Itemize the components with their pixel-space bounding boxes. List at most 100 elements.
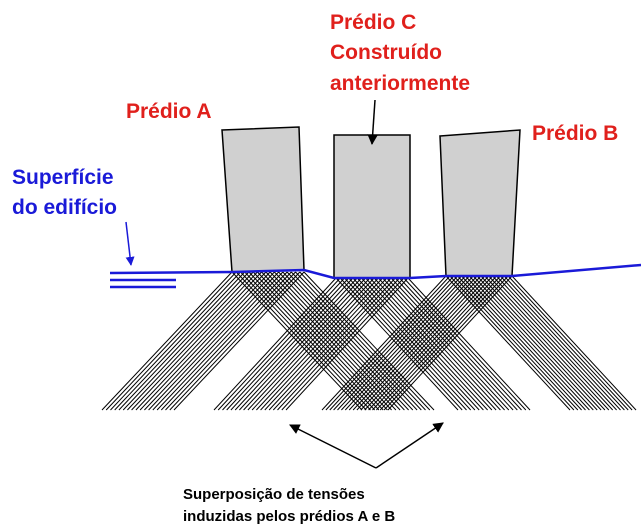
stress-line-c-left — [281, 277, 405, 411]
stress-line-a-right — [248, 271, 380, 411]
stress-line-b-left — [368, 275, 493, 411]
stress-line-c-left — [260, 277, 383, 411]
stress-line-b-left — [376, 275, 501, 411]
stress-line-c-left — [251, 277, 375, 411]
stress-line-c-left — [247, 277, 371, 411]
building-c-sublabel-1: Construído — [330, 41, 442, 64]
stress-line-a-left — [139, 271, 271, 411]
stress-line-b-right — [503, 275, 629, 411]
stress-line-a-left — [156, 271, 288, 411]
stress-line-a-left — [173, 271, 305, 411]
stress-line-b-right — [453, 275, 579, 411]
stress-line-b-right — [484, 275, 610, 411]
stress-line-a-right — [235, 271, 367, 411]
stress-line-b-left — [356, 275, 482, 411]
stress-line-b-left — [348, 275, 474, 411]
stress-line-c-right — [339, 277, 463, 411]
stress-line-c-right — [335, 277, 459, 411]
stress-line-b-right — [472, 275, 598, 411]
stress-line-c-left — [243, 277, 366, 411]
stress-line-c-left — [285, 277, 409, 411]
stress-line-c-right — [399, 277, 522, 411]
stress-line-a-left — [144, 271, 275, 411]
surface-sublabel: do edifício — [12, 196, 117, 219]
stress-line-a-right — [303, 271, 435, 411]
caption-line-1: Superposição de tensões — [183, 486, 365, 503]
stress-line-b-right — [500, 275, 625, 411]
stress-line-a-right — [282, 271, 414, 411]
stress-line-c-right — [373, 277, 497, 411]
stress-line-a-left — [122, 271, 254, 411]
stress-line-b-left — [329, 275, 455, 411]
stress-line-c-left — [277, 277, 400, 411]
stress-line-b-left — [372, 275, 497, 411]
stress-line-b-right — [468, 275, 594, 411]
building-b-label: Prédio B — [532, 122, 618, 145]
stress-line-b-right — [449, 275, 575, 411]
building-b — [439, 129, 521, 277]
stress-line-b-right — [511, 275, 637, 411]
stress-line-c-left — [217, 277, 341, 411]
building-c-pointer-arrow — [367, 99, 378, 146]
stress-line-b-left — [383, 275, 509, 411]
stress-line-c-left — [213, 277, 337, 411]
stress-line-a-right — [290, 271, 422, 411]
stress-line-a-left — [160, 271, 292, 411]
stress-line-a-left — [101, 271, 233, 411]
stress-line-c-right — [378, 277, 501, 411]
stress-line-b-right — [476, 275, 602, 411]
stress-line-b-left — [360, 275, 486, 411]
stress-line-b-right — [457, 275, 582, 411]
stress-line-b-left — [333, 275, 458, 411]
stress-line-b-right — [480, 275, 606, 411]
stress-line-b-left — [352, 275, 478, 411]
stress-line-a-left — [110, 271, 241, 411]
stress-line-a-right — [231, 271, 363, 411]
stress-line-c-left — [268, 277, 392, 411]
stress-line-a-right — [252, 271, 384, 411]
stress-line-c-right — [386, 277, 510, 411]
stress-line-a-left — [131, 271, 262, 411]
stress-line-b-right — [461, 275, 586, 411]
stress-line-a-left — [169, 271, 301, 411]
stress-line-a-right — [286, 271, 418, 411]
building-c-label: Prédio C — [330, 11, 416, 34]
stress-line-c-left — [256, 277, 379, 411]
stress-line-a-left — [118, 271, 250, 411]
stress-line-b-left — [344, 275, 470, 411]
stress-line-b-right — [496, 275, 621, 411]
stress-line-b-left — [379, 275, 505, 411]
stress-line-c-left — [272, 277, 396, 411]
stress-line-a-left — [135, 271, 267, 411]
surface-label: Superfície — [12, 166, 114, 189]
stress-line-c-right — [365, 277, 488, 411]
stress-line-b-right — [507, 275, 633, 411]
stress-line-b-right — [488, 275, 614, 411]
stress-line-c-left — [230, 277, 354, 411]
stress-line-a-right — [278, 271, 409, 411]
stress-line-b-left — [321, 275, 447, 411]
stress-line-a-right — [257, 271, 388, 411]
stress-line-a-left — [127, 271, 258, 411]
stress-line-b-right — [445, 275, 571, 411]
building-a — [221, 126, 305, 273]
stress-line-a-right — [244, 271, 376, 411]
stress-fans — [101, 271, 637, 411]
stress-line-b-left — [387, 275, 513, 411]
stress-line-b-right — [492, 275, 617, 411]
superposition-arrow-right — [375, 422, 444, 469]
stress-line-b-left — [364, 275, 490, 411]
stress-line-a-left — [165, 271, 296, 411]
stress-line-b-right — [465, 275, 590, 411]
stress-line-c-right — [382, 277, 505, 411]
stress-line-a-right — [299, 271, 431, 411]
stress-line-c-left — [226, 277, 350, 411]
stress-line-c-left — [239, 277, 362, 411]
stress-line-a-left — [148, 271, 279, 411]
stress-line-b-left — [325, 275, 451, 411]
ground-surface-line — [109, 263, 641, 280]
stress-line-c-left — [264, 277, 388, 411]
stress-line-c-right — [344, 277, 467, 411]
building-c — [333, 134, 411, 279]
